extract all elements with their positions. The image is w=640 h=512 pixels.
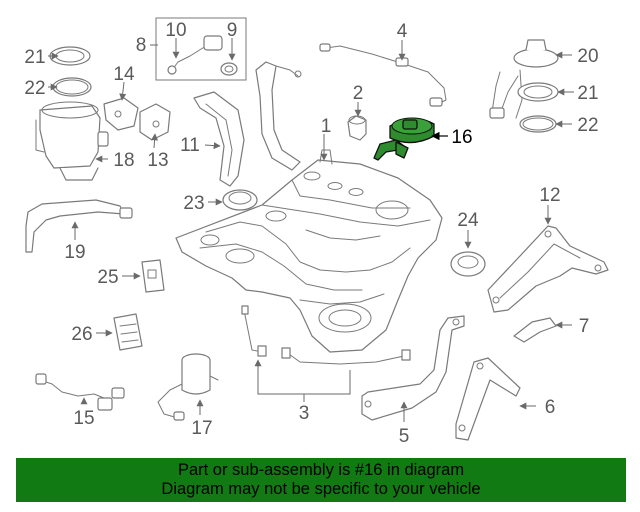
label-20: 20 (577, 46, 598, 67)
seal-part-22-left[interactable] (52, 77, 92, 97)
banner-line-part-number: Part or sub-assembly is #16 in diagram (177, 461, 465, 479)
filter-part-17[interactable] (157, 353, 219, 421)
label-15: 15 (73, 408, 94, 429)
banner-line-disclaimer: Diagram may not be specific to your vehi… (161, 480, 481, 498)
bracket-part-14[interactable] (103, 97, 139, 131)
label-8: 8 (136, 35, 147, 56)
fuel-pump-part-20[interactable] (489, 39, 559, 119)
label-22-left: 22 (24, 78, 45, 99)
cover-part-23[interactable] (222, 189, 258, 211)
bracket-part-6[interactable] (455, 357, 521, 441)
heat-shield-part-12[interactable] (487, 225, 609, 313)
label-6: 6 (545, 397, 556, 418)
diagram-canvas: 1 2 3 4 5 6 7 8 9 10 11 12 13 14 15 16 1… (24, 17, 609, 447)
label-16: 16 (451, 127, 472, 148)
label-21-right: 21 (577, 83, 598, 104)
label-3: 3 (299, 403, 310, 424)
bracket-part-13[interactable] (139, 103, 171, 141)
label-14: 14 (113, 64, 135, 85)
sensor-part-10[interactable] (167, 35, 223, 75)
label-12: 12 (539, 185, 560, 206)
plug-part-2[interactable] (347, 115, 367, 141)
diagram-notice-banner: Part or sub-assembly is #16 in diagram D… (16, 458, 626, 502)
part-labels: 1 2 3 4 5 6 7 8 9 10 11 12 13 14 15 16 1… (24, 20, 598, 447)
label-4: 4 (397, 21, 408, 42)
label-11: 11 (180, 135, 200, 156)
kit-box-part-8 (155, 17, 247, 81)
label-24: 24 (457, 210, 479, 231)
bracket-part-7[interactable] (513, 317, 557, 343)
seal-part-22-right[interactable] (519, 115, 557, 133)
harness-part-15[interactable] (35, 373, 125, 411)
label-22-right: 22 (577, 115, 598, 136)
lock-ring-part-21-right[interactable] (517, 82, 559, 102)
grommet-part-9[interactable] (220, 62, 238, 76)
fuel-tank-part-1[interactable] (175, 149, 443, 353)
strap-part-5[interactable] (361, 315, 465, 421)
strap-part-3[interactable] (241, 305, 411, 365)
label-2: 2 (353, 83, 364, 104)
label-26: 26 (71, 324, 92, 345)
label-19: 19 (64, 242, 85, 263)
label-13: 13 (147, 150, 168, 171)
label-21-left: 21 (24, 47, 45, 68)
label-17: 17 (191, 418, 212, 439)
module-part-26[interactable] (113, 313, 143, 351)
parts-diagram: 1 2 3 4 5 6 7 8 9 10 11 12 13 14 15 16 1… (24, 17, 609, 447)
label-5: 5 (399, 426, 410, 447)
sender-unit-part-16-highlighted[interactable] (373, 117, 435, 161)
sensor-strip-part-19[interactable] (25, 199, 133, 253)
label-18: 18 (113, 150, 134, 171)
label-23: 23 (183, 193, 204, 214)
fuel-pump-part-18[interactable] (35, 101, 109, 181)
label-7: 7 (579, 316, 590, 337)
sensor-harness-part-4[interactable] (319, 43, 447, 107)
label-1: 1 (321, 116, 332, 137)
filler-neck-part-11[interactable] (193, 91, 245, 187)
leader-lines (48, 38, 574, 422)
clip-part-25[interactable] (141, 259, 165, 293)
label-9: 9 (227, 20, 238, 41)
label-25: 25 (97, 267, 118, 288)
cover-part-24[interactable] (450, 251, 486, 277)
label-10: 10 (165, 20, 186, 41)
fill-tube[interactable] (255, 61, 302, 171)
